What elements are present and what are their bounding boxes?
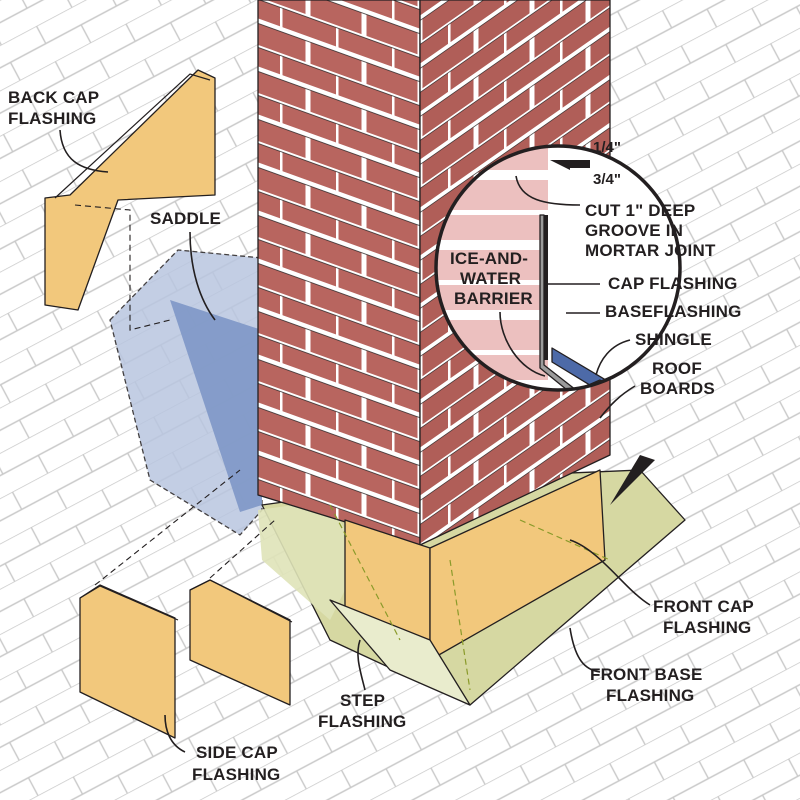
label-step-flashing-2: FLASHING: [318, 712, 406, 731]
label-ice-water-2: WATER: [460, 269, 521, 288]
side-cap-flashing-left: [79, 584, 176, 739]
label-cap-flashing: CAP FLASHING: [608, 274, 738, 293]
label-saddle: SADDLE: [150, 209, 221, 228]
label-ice-water-3: BARRIER: [454, 289, 533, 308]
label-cut-groove-1: CUT 1" DEEP: [585, 201, 695, 220]
label-baseflashing: BASEFLASHING: [605, 302, 742, 321]
side-cap-guides: [94, 469, 276, 586]
label-ice-water-1: ICE-AND-: [450, 249, 528, 268]
label-roof-boards-2: BOARDS: [640, 379, 715, 398]
saddle-shape: [170, 300, 262, 512]
front-dashed-guides: [329, 504, 611, 691]
label-front-base-flashing-1: FRONT BASE: [590, 665, 703, 684]
label-back-cap-flashing-2: FLASHING: [8, 109, 96, 128]
chimney-front-face: [257, 0, 421, 546]
label-cut-groove-3: MORTAR JOINT: [585, 241, 716, 260]
detail-circle: [434, 144, 682, 392]
back-cap-guide: [74, 204, 171, 331]
step-flashing-area: [258, 500, 360, 620]
label-front-cap-flashing-1: FRONT CAP: [653, 597, 754, 616]
back-cap-flashing-piece: [44, 69, 216, 311]
back-cap-fold: [54, 73, 211, 199]
label-quarter-inch: 1/4": [593, 139, 621, 156]
label-shingle: SHINGLE: [635, 330, 712, 349]
label-cut-groove-2: GROOVE IN: [585, 221, 683, 240]
label-roof-boards-1: ROOF: [652, 359, 702, 378]
label-back-cap-flashing-1: BACK CAP: [8, 88, 99, 107]
front-cap-flashing-shape: [429, 469, 606, 661]
label-side-cap-flashing-1: SIDE CAP: [196, 743, 278, 762]
label-three-quarter-inch: 3/4": [593, 171, 621, 188]
label-front-cap-flashing-2: FLASHING: [663, 618, 751, 637]
step-flashing-tab: [329, 599, 471, 706]
label-front-base-flashing-2: FLASHING: [606, 686, 694, 705]
label-side-cap-flashing-2: FLASHING: [192, 765, 280, 784]
detail-pointer: [610, 455, 655, 505]
label-step-flashing-1: STEP: [340, 691, 385, 710]
